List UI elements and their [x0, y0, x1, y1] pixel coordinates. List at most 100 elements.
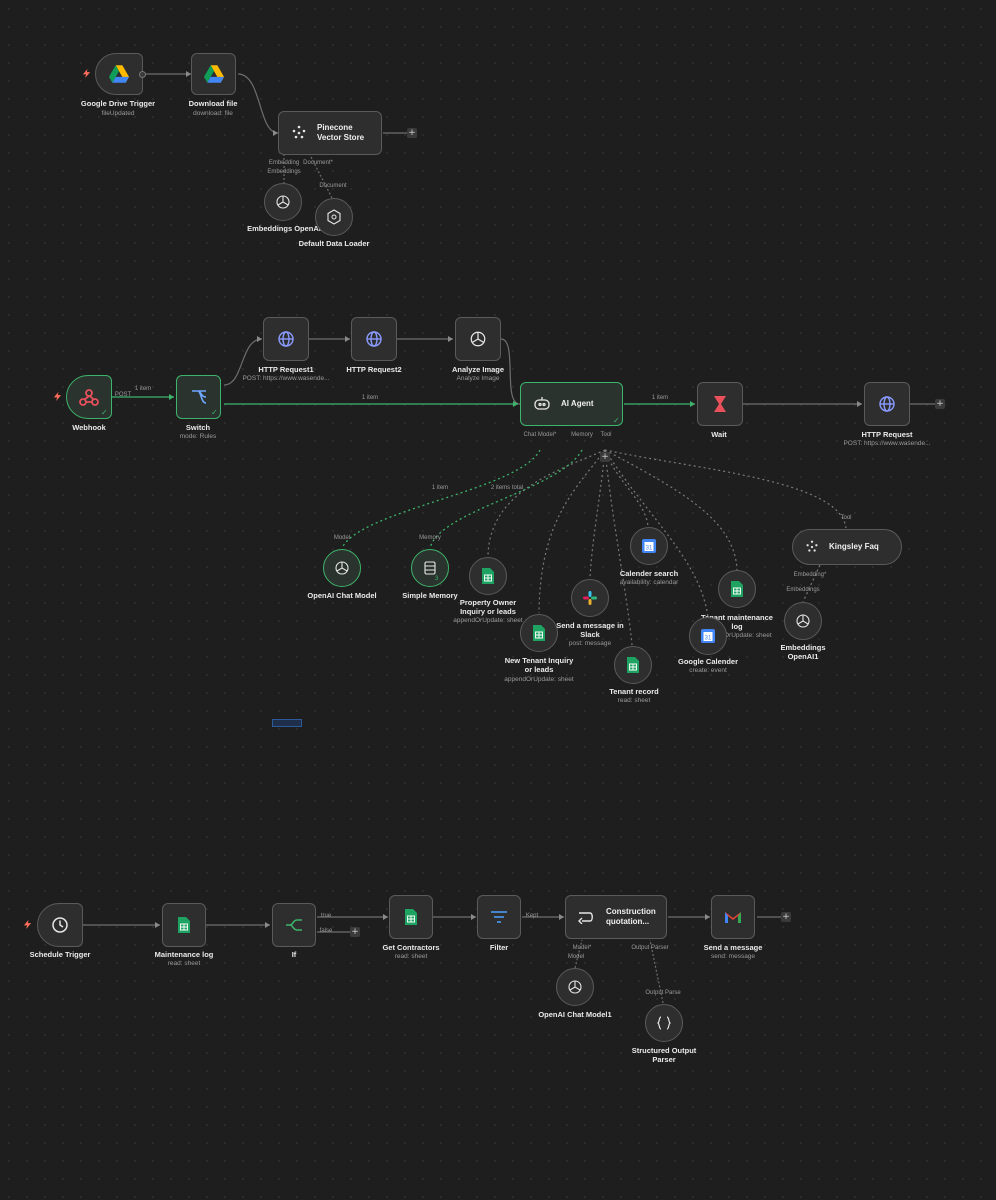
node-title: Switch: [185, 423, 211, 432]
connector-label: Model*: [572, 945, 592, 951]
maintenance-log-node[interactable]: [162, 903, 206, 947]
download-file-node[interactable]: [191, 53, 236, 95]
default-data-loader-node[interactable]: [315, 198, 353, 236]
slack-node[interactable]: [571, 579, 609, 617]
switch-node[interactable]: [176, 375, 221, 419]
add-node-button[interactable]: +: [781, 912, 791, 922]
simple-memory-node[interactable]: [411, 549, 449, 587]
branch-label: true: [320, 913, 332, 919]
add-tool-button[interactable]: +: [600, 452, 610, 462]
pinecone-vector-store-node[interactable]: Pinecone Vector Store: [278, 111, 382, 155]
add-node-button[interactable]: +: [407, 128, 417, 138]
if-node[interactable]: [272, 903, 316, 947]
edge-tool-slack: [589, 449, 606, 579]
node-title: Kingsley Faq: [829, 542, 879, 551]
svg-text:31: 31: [705, 636, 712, 642]
connector-label: Model: [333, 535, 351, 541]
wait-node[interactable]: [697, 382, 743, 426]
add-node-button[interactable]: +: [935, 399, 945, 409]
http-request1-node[interactable]: [263, 317, 309, 361]
openai-chat-model1-node[interactable]: [556, 968, 594, 1006]
tenant-maintenance-node[interactable]: [718, 570, 756, 608]
openai-chat-model-node[interactable]: [323, 549, 361, 587]
google-drive-trigger-node[interactable]: [95, 53, 143, 95]
connector-label: Tool: [600, 432, 612, 438]
structured-output-parser-node[interactable]: [645, 1004, 683, 1042]
edge-kingsley-emb: [802, 564, 821, 603]
node-title: Embeddings OpenAI1: [780, 643, 826, 661]
add-node-button[interactable]: +: [350, 927, 360, 937]
hourglass-icon: [714, 396, 726, 412]
filter-node[interactable]: [477, 895, 521, 939]
property-owner-node[interactable]: [469, 557, 507, 595]
node-title: Simple Memory: [402, 591, 458, 600]
node-title: Default Data Loader: [298, 239, 370, 248]
node-title: OpenAI Chat Model: [307, 591, 377, 600]
new-tenant-node[interactable]: [520, 614, 558, 652]
item-count-label: 2 items total: [490, 485, 524, 491]
schedule-trigger-node[interactable]: [37, 903, 83, 947]
google-sheets-icon: [178, 917, 190, 933]
success-check-icon: ✓: [101, 408, 108, 417]
embeddings-openai-node[interactable]: [264, 183, 302, 221]
node-title: Construction quotation...: [606, 907, 656, 926]
connector-label: Chat Model*: [523, 432, 557, 438]
google-sheets-icon: [405, 909, 417, 925]
connector-label: Memory: [571, 432, 593, 438]
pinecone-icon: [292, 125, 306, 139]
construction-quotation-node[interactable]: Construction quotation...: [565, 895, 667, 939]
calendar-search-node[interactable]: 31: [630, 527, 668, 565]
connector-label: Model: [567, 954, 585, 960]
http-request2-node[interactable]: [351, 317, 397, 361]
google-calender-node[interactable]: 31: [689, 617, 727, 655]
node-title: Embeddings OpenAI: [247, 224, 321, 233]
node-title: New Tenant Inquiry or leads: [504, 656, 574, 674]
connector-label: POST: [114, 392, 132, 398]
connector-label: Document: [319, 183, 347, 189]
node-title: Structured Output Parser: [631, 1046, 697, 1064]
hexagon-icon: [327, 209, 341, 225]
kingsley-faq-node[interactable]: Kingsley Faq: [792, 529, 902, 565]
chain-icon: [578, 912, 593, 924]
node-subtitle: send: message: [710, 953, 756, 960]
webhook-node[interactable]: [66, 375, 112, 419]
node-title: Get Contractors: [382, 943, 440, 952]
edge-agent-memory: [429, 449, 583, 549]
analyze-image-node[interactable]: [455, 317, 501, 361]
output-port[interactable]: [139, 71, 146, 78]
node-subtitle: download: file: [193, 110, 233, 117]
google-sheets-icon: [533, 625, 545, 641]
embeddings-openai1-node[interactable]: [784, 602, 822, 640]
get-contractors-node[interactable]: [389, 895, 433, 939]
trigger-bolt-icon: [82, 69, 91, 78]
node-title: Analyze Image: [451, 365, 505, 374]
node-title: HTTP Request1: [258, 365, 314, 374]
trigger-bolt-icon: [53, 392, 62, 401]
connector-label: Embeddings: [267, 169, 301, 175]
tenant-record-node[interactable]: [614, 646, 652, 684]
filter-icon: [491, 911, 507, 923]
connector-label: Output Parser: [631, 945, 669, 951]
item-count-label: 1 item: [361, 395, 379, 401]
google-calendar-icon: 31: [701, 629, 715, 643]
webhook-icon: [79, 389, 99, 406]
node-subtitle: appendOrUpdate: sheet: [504, 676, 574, 683]
trigger-bolt-icon: [23, 920, 32, 929]
edge-tool-maint: [604, 449, 738, 571]
branch-label: false: [319, 928, 333, 934]
google-calendar-icon: 31: [642, 539, 656, 553]
http-request-node[interactable]: [864, 382, 910, 426]
node-subtitle: read: sheet: [617, 697, 651, 704]
edge-agent-model: [341, 449, 541, 549]
node-title: Tenant record: [609, 687, 659, 696]
svg-text:31: 31: [646, 546, 653, 552]
ai-agent-node[interactable]: AI Agent: [520, 382, 623, 426]
connector-label: Embeddings: [786, 587, 820, 593]
node-title: Property Owner Inquiry or leads: [459, 598, 517, 616]
item-count-label: 1 item: [431, 485, 449, 491]
node-title: Tenant maintenance log: [701, 613, 773, 631]
node-title: Filter: [489, 943, 509, 952]
node-title: Download file: [188, 99, 238, 108]
globe-icon: [879, 396, 895, 412]
send-message-node[interactable]: [711, 895, 755, 939]
